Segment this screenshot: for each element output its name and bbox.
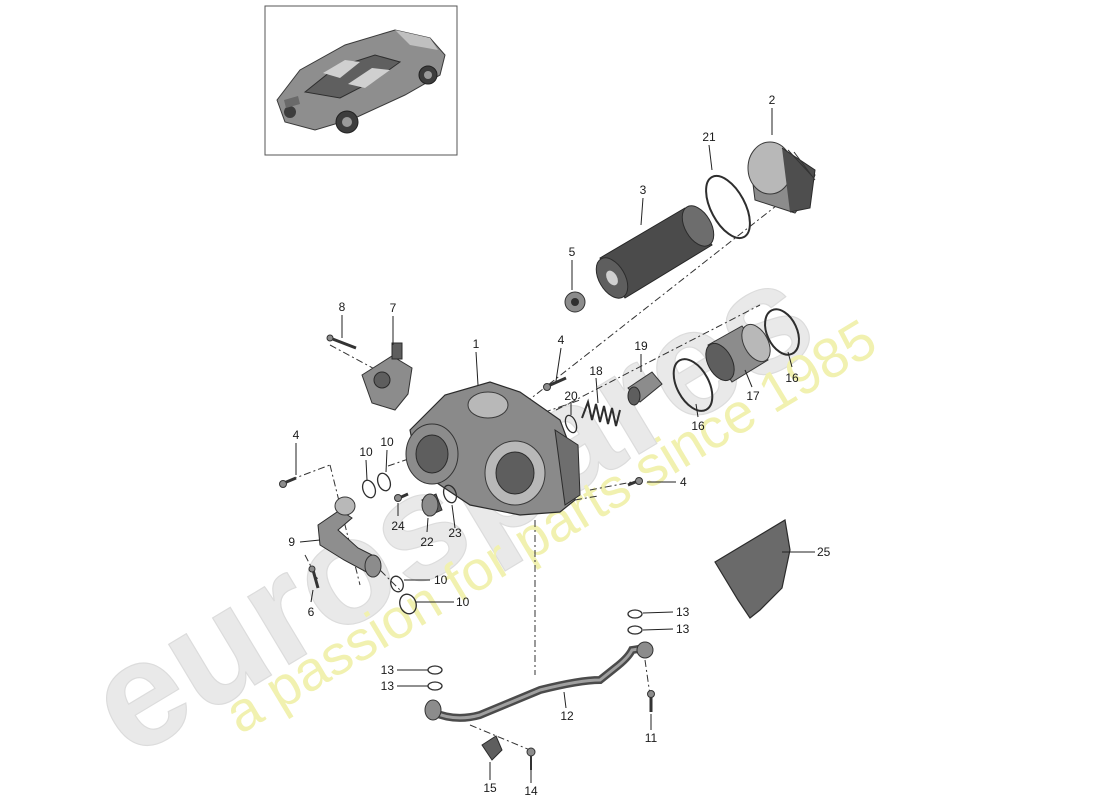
callout-9: 9 [288, 535, 295, 549]
watermark-brand: eurospares [60, 227, 840, 788]
callout-18: 18 [589, 364, 603, 378]
callout-8: 8 [339, 300, 346, 314]
part-16-seal-ring-lower [672, 358, 714, 412]
callout-11: 11 [645, 731, 658, 745]
callout-10-b: 10 [380, 435, 394, 449]
watermark: eurospares a passion for parts since 198… [59, 226, 886, 788]
callout-21: 21 [702, 130, 716, 144]
part-4-bolt-top [543, 376, 567, 391]
callout-10-c: 10 [434, 573, 448, 587]
callout-2: 2 [769, 93, 776, 107]
part-25-cover [714, 519, 791, 619]
callout-3: 3 [640, 183, 647, 197]
part-21-o-ring [705, 174, 751, 240]
callout-17: 17 [746, 389, 760, 403]
part-7-sensor [361, 342, 413, 411]
part-24-screw [394, 492, 409, 502]
callout-13-a: 13 [676, 605, 690, 619]
part-4-bolt-left [279, 476, 297, 488]
part-10-ring-d [399, 593, 417, 615]
part-6-bolt [308, 565, 320, 589]
part-22-plug [421, 493, 443, 517]
callout-20: 20 [564, 389, 578, 403]
part-15-clamp [481, 735, 503, 761]
callout-5: 5 [569, 245, 576, 259]
callout-22: 22 [420, 535, 434, 549]
part-10-ring-c [390, 575, 404, 593]
callout-19: 19 [634, 339, 648, 353]
part-11-bolt [647, 690, 655, 712]
part-10-ring-b [376, 472, 392, 492]
callout-14: 14 [524, 784, 538, 798]
callout-16-lower: 16 [691, 419, 705, 433]
part-23-o-ring [442, 484, 458, 504]
callout-4-top: 4 [558, 333, 565, 347]
callout-25: 25 [817, 545, 831, 559]
part-13-ring-c [427, 665, 443, 675]
part-9-pipe [317, 496, 382, 578]
callout-4-right: 4 [680, 475, 687, 489]
part-12-oil-line [424, 641, 654, 722]
part-5-plug [564, 291, 586, 313]
part-17-sleeve [705, 323, 771, 383]
part-13-ring-a [627, 609, 643, 619]
callout-13-b: 13 [676, 622, 690, 636]
vehicle-thumbnail [264, 5, 458, 156]
callout-24: 24 [391, 519, 405, 533]
callout-16-upper: 16 [785, 371, 799, 385]
callout-1: 1 [473, 337, 480, 351]
car-image [276, 29, 446, 134]
part-1-housing [405, 381, 581, 516]
part-19-valve [627, 371, 663, 406]
callout-labels: 2 21 3 5 8 7 1 4 19 18 20 16 17 16 4 10 … [288, 93, 830, 798]
part-4-bolt-right [627, 477, 643, 487]
callout-6: 6 [308, 605, 315, 619]
callout-12: 12 [560, 709, 574, 723]
part-16-seal-ring-upper [764, 308, 800, 356]
part-20-o-ring [564, 414, 578, 434]
callout-4-left: 4 [293, 428, 300, 442]
callout-13-c: 13 [381, 663, 395, 677]
leader-lines [295, 108, 815, 783]
part-13-ring-d [427, 681, 443, 691]
callout-7: 7 [390, 301, 397, 315]
callout-10-a: 10 [359, 445, 373, 459]
callout-23: 23 [448, 526, 462, 540]
part-13-ring-b [627, 625, 643, 635]
callout-15: 15 [483, 781, 497, 795]
part-14-bolt [526, 747, 536, 770]
part-3-filter-element [595, 205, 715, 299]
callout-13-d: 13 [381, 679, 395, 693]
callout-10-d: 10 [456, 595, 470, 609]
part-18-spring [581, 398, 621, 427]
part-2-filter-cap [747, 141, 816, 214]
part-8-bolt [326, 334, 357, 350]
part-10-ring-a [361, 479, 377, 499]
